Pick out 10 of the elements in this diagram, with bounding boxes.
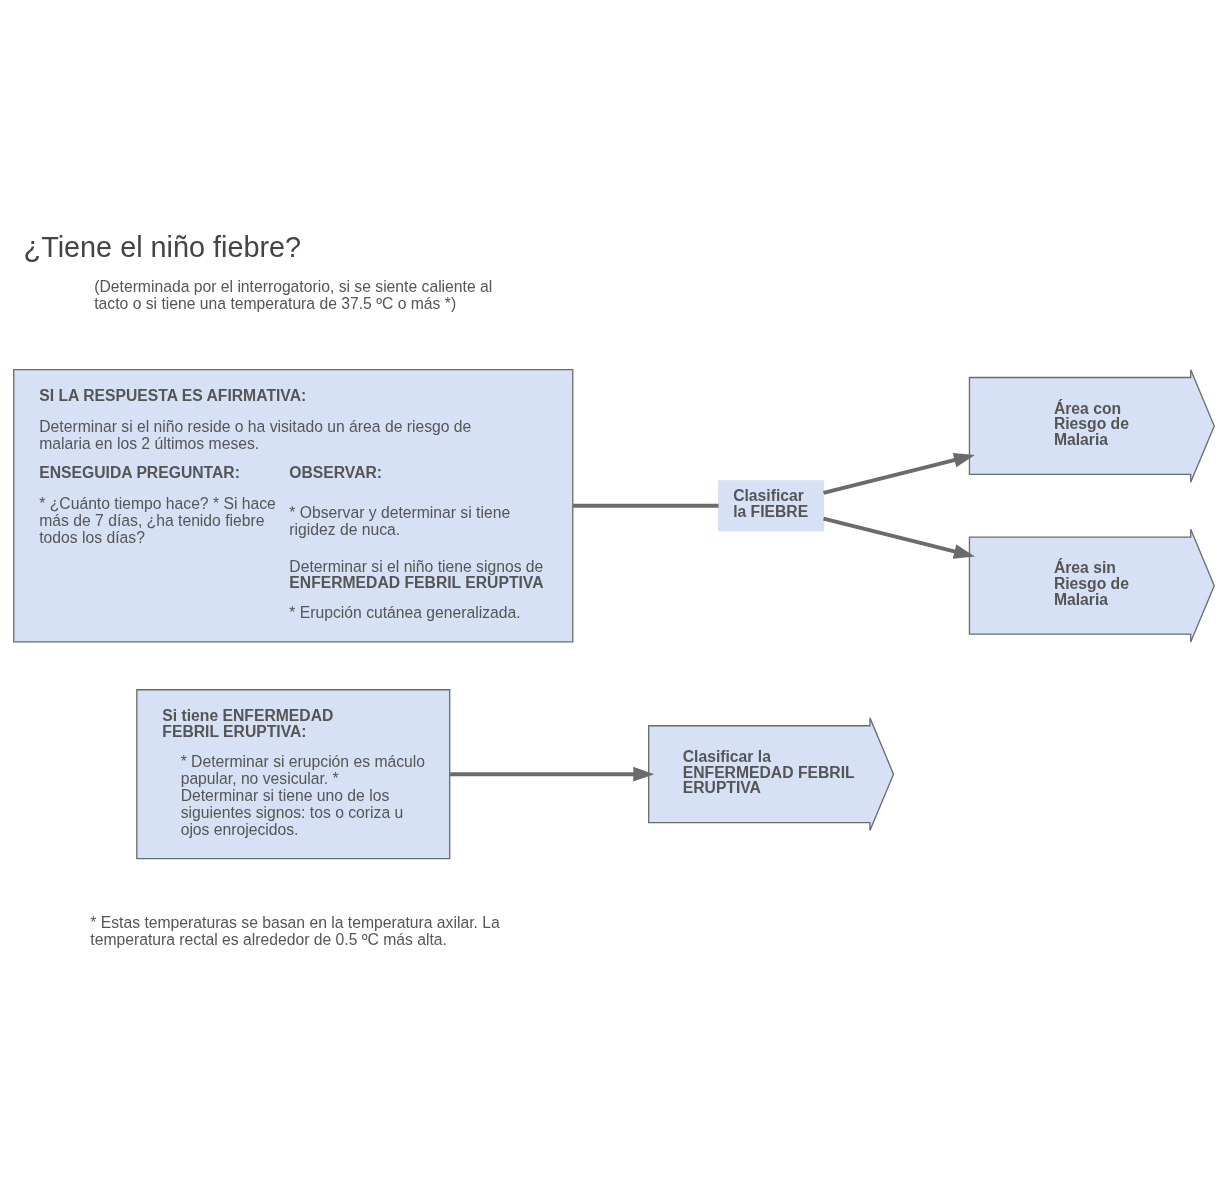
arrow	[823, 516, 975, 559]
node-box: Clasificar la FIEBRE	[718, 480, 825, 532]
arrow	[449, 766, 655, 782]
arrow	[823, 452, 975, 495]
connector	[573, 503, 719, 508]
label: * Estas temperaturas se basan en la temperatura axilar. La temperatura rectal es alrededor de 0.5 ºC más alta.	[90, 914, 500, 949]
node-box: SI LA RESPUESTA ES AFIRMATIVA: Determinar si el niño reside o ha visitado un área de riesgo de malaria en los 2 últimos meses. ENSEGUIDA PREGUNTAR: OBSERVAR: * ¿Cuánto tiempo hace? * Si hace más de 7 días, ¿ha tenido fiebre todos los días? * Observar y determinar si tiene rigidez de nuca. Determinar si el niño tiene signos de ENFERMEDAD FEBRIL ERUPTIVA * Erupción cutánea generalizada.	[13, 368, 574, 643]
node-box: Si tiene ENFERMEDAD FEBRIL ERUPTIVA: * Determinar si erupción es máculo papular, no vesicular. * Determinar si tiene uno de los siguientes signos: tos o coriza u ojos enrojecidos.	[136, 689, 451, 860]
diagram-title: ¿Tiene el niño fiebre?	[23, 230, 302, 263]
label: (Determinada por el interrogatorio, si se siente caliente al tacto o si tiene una temperatura de 37.5 ºC o más *)	[94, 277, 493, 312]
